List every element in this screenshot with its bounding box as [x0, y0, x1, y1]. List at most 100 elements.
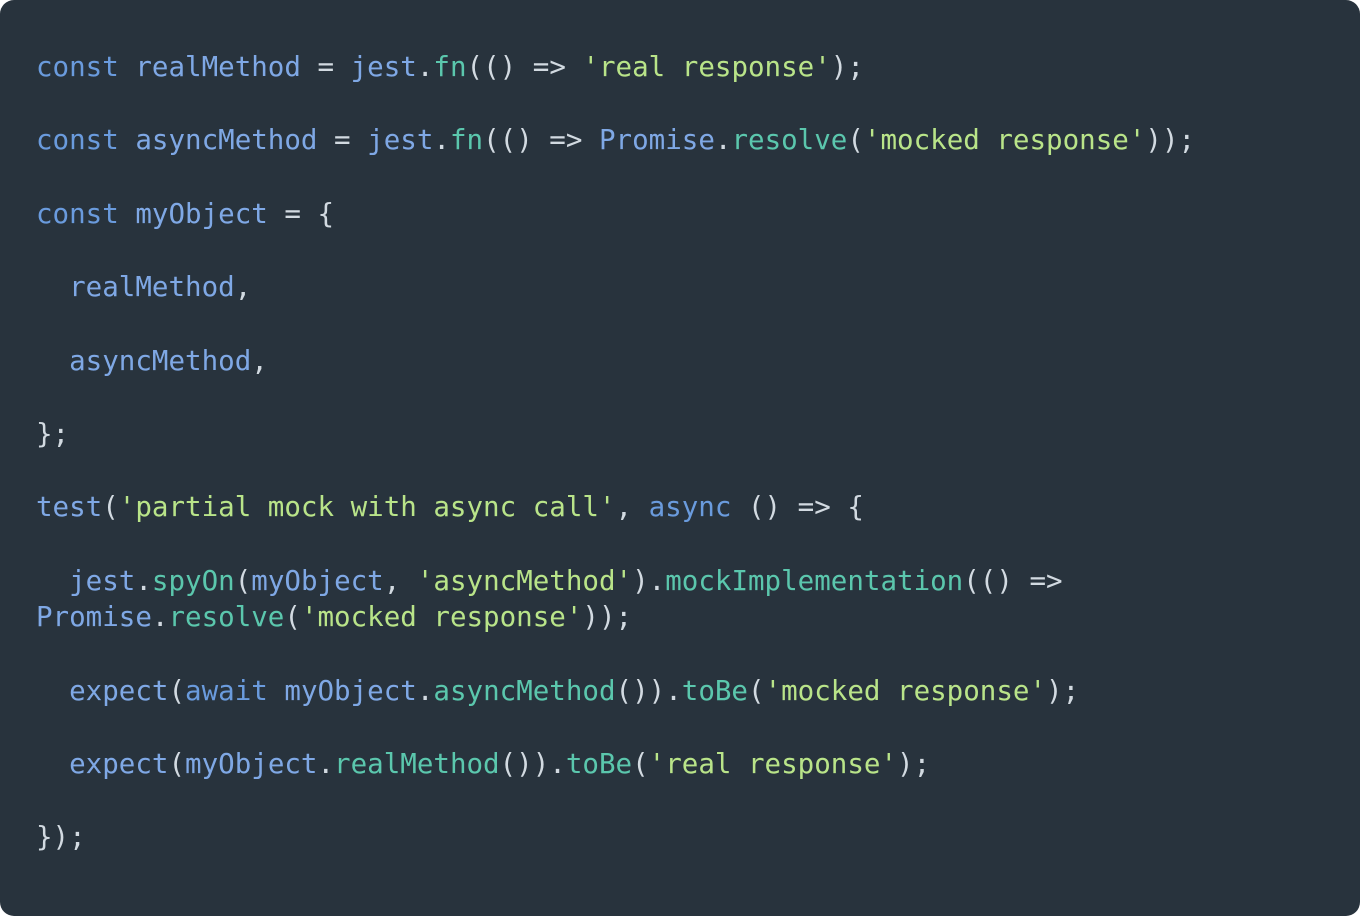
code-token-punct: ( — [284, 601, 301, 634]
code-token-identifier: asyncMethod — [69, 344, 252, 377]
code-line: test('partial mock with async call', asy… — [36, 489, 1336, 526]
code-line — [36, 453, 1336, 490]
code-line: const myObject = { — [36, 196, 1336, 233]
code-line: }); — [36, 819, 1336, 856]
code-line — [36, 306, 1336, 343]
code-token-punct: ); — [1046, 674, 1080, 707]
code-line: Promise.resolve('mocked response')); — [36, 599, 1336, 636]
code-line — [36, 86, 1336, 123]
code-token-identifier: jest — [69, 564, 136, 597]
code-token-punct: , — [383, 564, 417, 597]
code-line — [36, 709, 1336, 746]
code-token-identifier: myObject — [185, 748, 318, 781]
code-token-identifier: myObject — [284, 674, 417, 707]
code-token-method: realMethod — [334, 748, 500, 781]
code-token-string: 'mocked response' — [300, 601, 583, 634]
code-token-method: fn — [433, 51, 467, 83]
code-line: }; — [36, 416, 1336, 453]
code-token-method: toBe — [565, 748, 633, 781]
code-token-identifier: realMethod — [135, 51, 301, 83]
code-token-identifier: myObject — [251, 564, 384, 597]
code-token-punct: = — [317, 124, 368, 157]
code-token-punct: ( — [168, 674, 186, 707]
code-token-keyword: await — [185, 674, 268, 707]
code-token-identifier: test — [36, 491, 103, 524]
code-token-string: 'real response' — [582, 51, 831, 83]
code-token-identifier: asyncMethod — [135, 124, 318, 157]
code-token-punct — [36, 748, 69, 780]
code-token-keyword: const — [36, 124, 119, 157]
code-line: expect(myObject.realMethod()).toBe('real… — [36, 746, 1336, 783]
code-token-punct: ( — [102, 491, 119, 524]
code-token-method: resolve — [731, 124, 848, 157]
code-line: expect(await myObject.asyncMethod()).toB… — [36, 673, 1336, 710]
code-line — [36, 379, 1336, 416]
code-token-method: asyncMethod — [433, 674, 616, 707]
code-line: const asyncMethod = jest.fn(() => Promis… — [36, 122, 1336, 159]
code-token-punct — [119, 124, 136, 156]
code-token-identifier: jest — [350, 51, 417, 83]
code-token-punct: ); — [830, 51, 864, 83]
code-token-punct — [36, 675, 69, 707]
code-token-punct: ()). — [499, 748, 566, 781]
code-token-punct: . — [135, 564, 152, 597]
code-token-punct — [36, 565, 69, 597]
code-token-punct: = — [300, 51, 351, 83]
code-token-identifier: expect — [69, 674, 169, 707]
code-token-punct: (() => — [963, 564, 1063, 597]
code-token-punct — [119, 51, 136, 83]
code-token-identifier: realMethod — [69, 271, 235, 304]
code-token-identifier: Promise — [36, 601, 152, 634]
code-line: realMethod, — [36, 269, 1336, 306]
code-token-string: 'real response' — [648, 748, 898, 781]
code-token-string: 'partial mock with async call' — [118, 491, 616, 524]
code-line — [36, 232, 1336, 269]
code-line — [36, 783, 1336, 820]
code-token-punct — [36, 345, 69, 377]
code-token-punct: , — [615, 491, 649, 524]
code-token-punct: ). — [632, 564, 666, 597]
code-token-identifier: expect — [69, 748, 169, 781]
code-token-punct: ( — [748, 674, 765, 707]
code-line — [36, 526, 1336, 563]
code-token-punct: }; — [36, 417, 70, 450]
code-line — [36, 159, 1336, 196]
code-token-punct: (() => — [466, 51, 583, 83]
code-token-punct: . — [317, 748, 335, 781]
code-token-punct: ( — [632, 748, 649, 781]
code-token-punct: () => { — [731, 491, 864, 524]
code-token-keyword: const — [36, 197, 119, 230]
code-token-punct: . — [714, 124, 732, 157]
code-token-punct — [36, 271, 69, 303]
code-token-method: mockImplementation — [665, 564, 964, 597]
code-token-method: toBe — [681, 674, 748, 707]
code-line: jest.spyOn(myObject, 'asyncMethod').mock… — [36, 563, 1336, 600]
code-token-punct: ( — [847, 124, 864, 157]
code-line — [36, 636, 1336, 673]
code-token-method: resolve — [168, 601, 285, 634]
code-token-punct: . — [433, 124, 450, 157]
code-token-punct: (() => — [483, 124, 599, 157]
code-token-punct: = { — [267, 197, 335, 230]
code-token-identifier: jest — [367, 124, 434, 157]
code-token-punct: ( — [168, 748, 186, 781]
code-token-punct: . — [416, 51, 434, 83]
code-token-punct: }); — [36, 821, 86, 854]
code-token-method: spyOn — [151, 564, 235, 597]
code-token-punct: . — [151, 601, 169, 634]
code-token-keyword: const — [36, 51, 119, 83]
code-token-identifier: Promise — [598, 124, 715, 157]
code-token-keyword: async — [648, 491, 732, 524]
code-line: const realMethod = jest.fn(() => 'real r… — [36, 49, 1336, 86]
code-token-punct: ()). — [615, 674, 682, 707]
code-token-punct: )); — [1145, 124, 1196, 157]
code-token-string: 'asyncMethod' — [416, 564, 633, 597]
code-token-punct: )); — [582, 601, 633, 634]
code-token-punct: . — [416, 674, 434, 707]
code-token-punct — [119, 198, 136, 230]
code-token-method: fn — [449, 124, 484, 157]
code-content: const realMethod = jest.fn(() => 'real r… — [36, 49, 1336, 856]
code-token-punct: , — [234, 271, 252, 304]
code-line: asyncMethod, — [36, 343, 1336, 380]
